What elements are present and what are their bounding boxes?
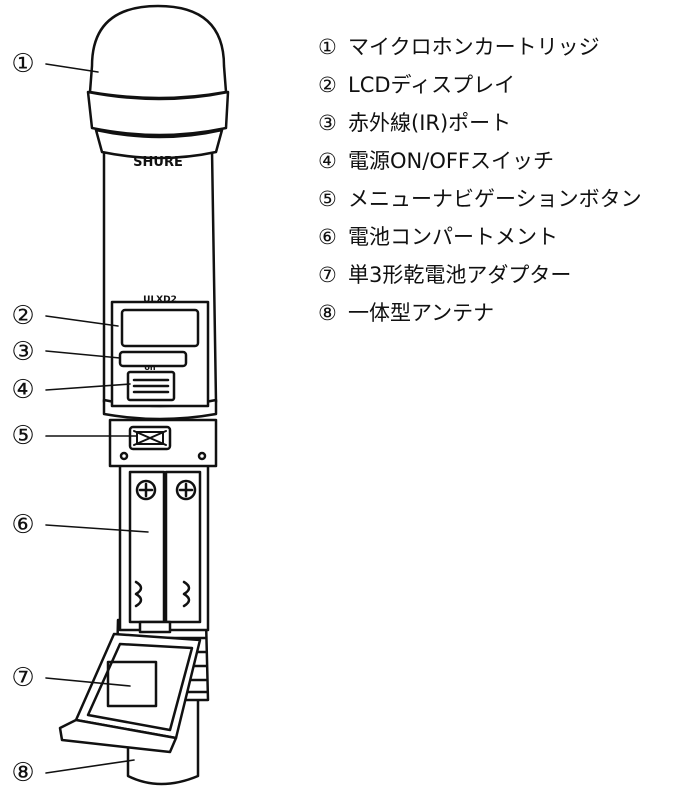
leader-lines <box>45 63 149 774</box>
legend-number: ③ <box>318 111 337 135</box>
callout-1: ① <box>11 49 35 79</box>
legend-text: マイクロホンカートリッジ <box>348 35 600 59</box>
battery-compartment <box>108 418 218 632</box>
switch-label: on <box>144 363 155 372</box>
legend-text: 単3形乾電池アダプター <box>348 263 572 287</box>
legend-text: メニューナビゲーションボタン <box>348 187 642 211</box>
legend-number: ⑧ <box>318 301 337 325</box>
legend-number: ② <box>318 73 337 97</box>
legend-number: ① <box>318 35 337 59</box>
legend-number: ④ <box>318 149 337 173</box>
legend-number: ⑤ <box>318 187 337 211</box>
callout-7: ⑦ <box>11 663 35 693</box>
cartridge-grille <box>86 4 230 160</box>
callout-4: ④ <box>11 375 35 405</box>
legend-text: 赤外線(IR)ポート <box>348 111 512 135</box>
brand-logo: SHURE <box>133 155 183 170</box>
legend-item: ③ 赤外線(IR)ポート <box>318 104 642 142</box>
legend-number: ⑥ <box>318 225 337 249</box>
menu-navigation-button <box>128 425 172 451</box>
model-label: ULXD2 <box>143 295 177 305</box>
battery-adapter <box>58 620 202 754</box>
legend-item: ⑦ 単3形乾電池アダプター <box>318 256 642 294</box>
legend-text: 電源ON/OFFスイッチ <box>348 149 555 173</box>
callout-5: ⑤ <box>11 421 35 451</box>
legend-text: LCDディスプレイ <box>348 73 516 97</box>
legend-item: ① マイクロホンカートリッジ <box>318 28 642 66</box>
power-switch <box>126 370 176 402</box>
parts-legend: ① マイクロホンカートリッジ ② LCDディスプレイ ③ 赤外線(IR)ポート ④ 電源… <box>318 28 642 332</box>
legend-item: ⑤ メニューナビゲーションボタン <box>318 180 642 218</box>
callout-6: ⑥ <box>11 510 35 540</box>
legend-text: 一体型アンテナ <box>348 301 495 325</box>
legend-text: 電池コンパートメント <box>348 225 558 249</box>
legend-item: ④ 電源ON/OFFスイッチ <box>318 142 642 180</box>
legend-number: ⑦ <box>318 263 337 287</box>
callout-2: ② <box>11 301 35 331</box>
callout-3: ③ <box>11 337 35 367</box>
callout-8: ⑧ <box>11 758 35 788</box>
legend-item: ⑧ 一体型アンテナ <box>318 294 642 332</box>
legend-item: ⑥ 電池コンパートメント <box>318 218 642 256</box>
legend-item: ② LCDディスプレイ <box>318 66 642 104</box>
